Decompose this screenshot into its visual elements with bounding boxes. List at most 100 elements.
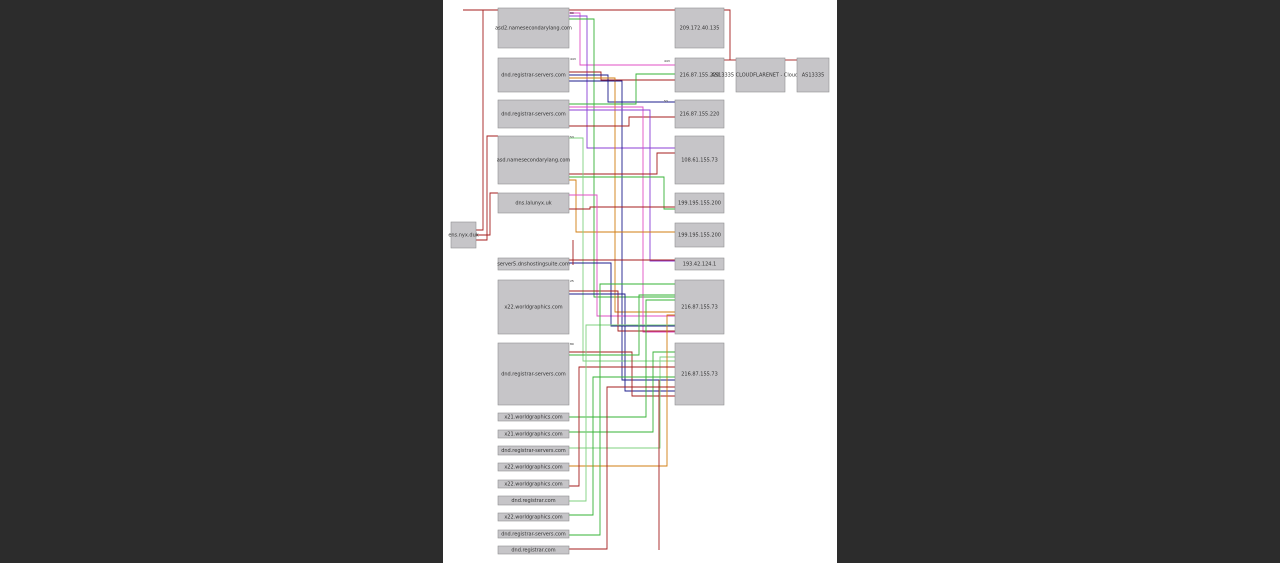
- asn-node[interactable]: AS13335 CLOUDFLARENET - Cloudflare: [712, 57, 810, 93]
- domain-node-8-box: [497, 412, 570, 422]
- domain-node-4-label: dns.lalunyx.uk: [515, 201, 551, 207]
- domain-node-9-label: x21.worldgraphics.com: [504, 432, 562, 438]
- domain-node-2-label: dnd.registrar-servers.com: [501, 112, 566, 118]
- asn-id-node[interactable]: AS13335: [796, 57, 830, 93]
- edge-domain-6-ip-8: [569, 293, 675, 392]
- port-label-5: 443: [664, 59, 670, 63]
- ip-node-2[interactable]: 216.87.155.220: [674, 99, 725, 129]
- domain-node-13-label: dnd.registrar.com: [511, 498, 555, 504]
- ip-node-6[interactable]: 193.42.124.1: [674, 257, 725, 271]
- domain-node-15-box: [497, 529, 570, 539]
- edge-domain-2-ip-6: [569, 109, 675, 262]
- domain-node-4[interactable]: dns.lalunyx.uk: [497, 192, 570, 214]
- ip-node-1[interactable]: 216.87.155.220: [674, 57, 725, 93]
- domain-node-9[interactable]: x21.worldgraphics.com: [497, 429, 570, 439]
- domain-node-0-label: asd2.namesecondarylang.com: [495, 26, 572, 32]
- edge-domain-13-ip-7: [569, 324, 675, 502]
- domain-node-8-label: x21.worldgraphics.com: [504, 415, 562, 421]
- edge-root-domain-4: [476, 192, 498, 236]
- ip-node-6-label: 193.42.124.1: [683, 262, 716, 268]
- port-label-3: 25: [570, 279, 574, 283]
- domain-node-10[interactable]: dnd.registrar-servers.com: [497, 445, 570, 456]
- ip-node-7[interactable]: 216.87.155.73: [674, 279, 725, 335]
- edge-domain-3-ip-3: [569, 152, 675, 175]
- root-node-label: ens.nyx.duk: [448, 233, 478, 239]
- edge-domain-15-ip-7: [569, 283, 675, 536]
- ip-node-3-box: [674, 135, 725, 185]
- domain-node-11[interactable]: x22.worldgraphics.com: [497, 462, 570, 472]
- diagram-canvas[interactable]: ens.nyx.duk asd2.namesecondarylang.com dnd…: [443, 0, 837, 563]
- edge-domain-6-ip-7: [569, 290, 675, 332]
- port-label-1: 443: [570, 57, 576, 61]
- domain-node-6-box: [497, 279, 570, 335]
- ip-node-0-label: 209.172.40.135: [680, 26, 720, 32]
- node-layer: ens.nyx.duk asd2.namesecondarylang.com dnd…: [448, 7, 830, 555]
- port-label-4: 80: [570, 342, 574, 346]
- domain-node-16[interactable]: dnd.registrar.com: [497, 545, 570, 555]
- ip-node-2-box: [674, 99, 725, 129]
- edge-domain-0-ip-1: [569, 12, 675, 66]
- domain-node-16-label: dnd.registrar.com: [511, 548, 555, 554]
- ip-node-3-label: 108.61.155.73: [681, 158, 718, 164]
- ip-node-8-label: 216.87.155.73: [681, 372, 718, 378]
- ip-node-8-box: [674, 342, 725, 406]
- edge-domain-5-ip-7: [569, 262, 675, 327]
- edge-domain-14-ip-8: [569, 376, 675, 516]
- edge-domain-1-ip-7: [569, 77, 675, 313]
- domain-node-5-box: [497, 257, 570, 271]
- ip-node-5[interactable]: 199.195.155.200: [674, 222, 725, 248]
- domain-node-1-box: [497, 57, 570, 93]
- domain-node-7-box: [497, 342, 570, 406]
- domain-node-13-box: [497, 495, 570, 506]
- ip-node-7-label: 216.87.155.73: [681, 305, 718, 311]
- root-node-box: [450, 221, 477, 249]
- edge-domain-4-ip-4: [569, 206, 675, 210]
- domain-node-3-box: [497, 135, 570, 185]
- edge-domain-3-ip-8: [569, 137, 675, 362]
- edge-domain-11-ip-7: [569, 314, 675, 467]
- ip-node-6-box: [674, 257, 725, 271]
- ip-node-2-label: 216.87.155.220: [680, 112, 720, 118]
- asn-node-box: [735, 57, 786, 93]
- ip-node-8[interactable]: 216.87.155.73: [674, 342, 725, 406]
- asn-id-node-label: AS13335: [802, 73, 825, 79]
- domain-node-7[interactable]: dnd.registrar-servers.com: [497, 342, 570, 406]
- domain-node-6-label: x22.worldgraphics.com: [504, 305, 562, 311]
- ip-node-5-box: [674, 222, 725, 248]
- domain-node-3[interactable]: asd.namesecondarylang.com: [497, 135, 571, 185]
- port-label-6: 53: [664, 99, 668, 103]
- domain-node-12[interactable]: x22.worldgraphics.com: [497, 479, 570, 489]
- domain-node-11-box: [497, 462, 570, 472]
- domain-node-1[interactable]: dnd.registrar-servers.com: [497, 57, 570, 93]
- network-graph: ens.nyx.duk asd2.namesecondarylang.com dnd…: [448, 7, 830, 555]
- domain-node-12-box: [497, 479, 570, 489]
- edge-domain-4-ip-7: [569, 194, 675, 317]
- port-label-0: 80: [570, 11, 574, 15]
- domain-node-3-label: asd.namesecondarylang.com: [497, 158, 571, 164]
- domain-node-2-box: [497, 99, 570, 129]
- ip-node-4-box: [674, 192, 725, 214]
- edge-domain-2-ip-7: [569, 106, 675, 333]
- domain-node-8[interactable]: x21.worldgraphics.com: [497, 412, 570, 422]
- domain-node-7-label: dnd.registrar-servers.com: [501, 372, 566, 378]
- domain-node-13[interactable]: dnd.registrar.com: [497, 495, 570, 506]
- domain-node-2[interactable]: dnd.registrar-servers.com: [497, 99, 570, 129]
- ip-node-3[interactable]: 108.61.155.73: [674, 135, 725, 185]
- edge-domain-2-ip-1: [569, 73, 675, 105]
- root-node[interactable]: ens.nyx.duk: [448, 221, 479, 249]
- ip-node-4[interactable]: 199.195.155.200: [674, 192, 725, 214]
- domain-node-0[interactable]: asd2.namesecondarylang.com: [495, 7, 572, 49]
- edge-domain-3-ip-5: [569, 179, 675, 233]
- domain-node-6[interactable]: x22.worldgraphics.com: [497, 279, 570, 335]
- ip-node-5-label: 199.195.155.200: [678, 233, 721, 239]
- domain-node-5[interactable]: server5.dnshostingsuite.com: [497, 257, 570, 271]
- edge-ip0-asn: [724, 9, 731, 60]
- edge-layer: [463, 9, 797, 550]
- domain-node-14-box: [497, 512, 570, 522]
- domain-node-14[interactable]: x22.worldgraphics.com: [497, 512, 570, 522]
- ip-node-0[interactable]: 209.172.40.135: [674, 7, 725, 49]
- domain-node-15[interactable]: dnd.registrar-servers.com: [497, 529, 570, 539]
- edge-domain-1-ip-1: [569, 71, 675, 81]
- domain-node-16-box: [497, 545, 570, 555]
